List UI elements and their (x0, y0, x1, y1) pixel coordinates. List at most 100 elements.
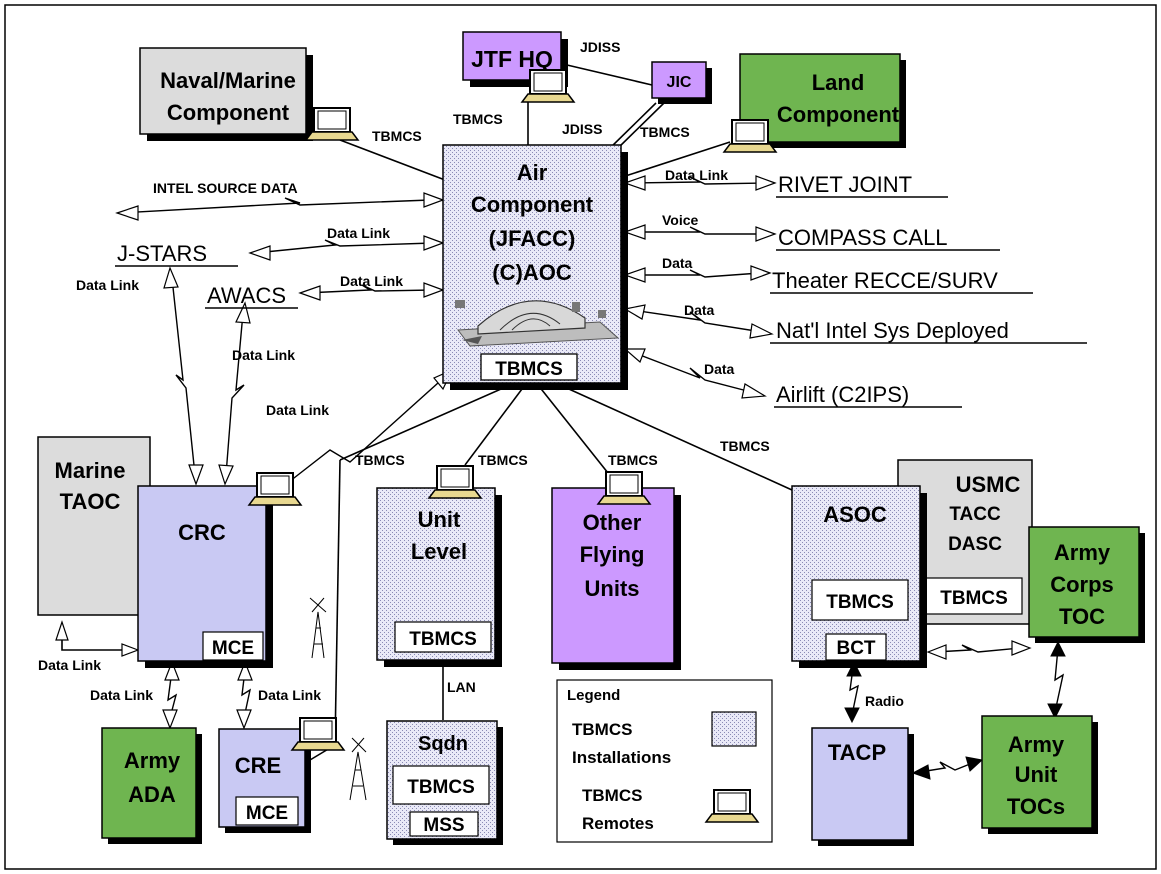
data-natl-label: Data (684, 302, 715, 318)
crc-remote-laptop-icon (248, 472, 302, 506)
awacs-label: AWACS (207, 283, 286, 308)
sqdn-mss-label: MSS (423, 815, 464, 836)
dl-crc-cre-label: Data Link (258, 687, 321, 703)
dl-awacs-label: Data Link (340, 273, 403, 289)
compass-call-label: COMPASS CALL (778, 225, 948, 250)
airlift-label: Airlift (C2IPS) (776, 382, 909, 407)
crc-label: CRC (178, 520, 226, 545)
unit-tbmcs-badge (394, 621, 492, 653)
land-label-1: Land (812, 70, 865, 95)
unit-label-1: Unit (418, 507, 461, 532)
sqdn-label: Sqdn (418, 733, 468, 755)
air-label-4: (C)AOC (492, 260, 572, 285)
legend-installation-swatch (711, 711, 757, 747)
army-unit-label-1: Army (1008, 732, 1065, 757)
intel-source-label: INTEL SOURCE DATA (153, 180, 298, 196)
army-corps-toc-box (1028, 526, 1140, 638)
army-corps-label-3: TOC (1059, 604, 1105, 629)
other-flying-units-box (551, 487, 675, 664)
asoc-tbmcs-label: TBMCS (826, 592, 894, 613)
army-corps-label-1: Army (1054, 540, 1111, 565)
naval-label-2: Component (167, 100, 290, 125)
other-label-2: Flying (580, 542, 645, 567)
land-label-2: Component (777, 102, 900, 127)
sqdn-tbmcs-badge (392, 765, 490, 805)
air-label-1: Air (517, 160, 548, 185)
crc-mce-badge (202, 631, 264, 661)
other-remote-laptop-icon (597, 471, 651, 505)
army-ada-box (101, 727, 197, 839)
marine-taoc-label-2: TAOC (60, 489, 121, 514)
marine-taoc-label-1: Marine (55, 458, 126, 483)
rivet-joint-label: RIVET JOINT (778, 172, 912, 197)
land-remote-laptop-icon (723, 119, 777, 153)
unit-remote-laptop-icon (428, 465, 482, 499)
dl-crc-ada-label: Data Link (90, 687, 153, 703)
antenna-icon (309, 597, 327, 659)
asoc-label: ASOC (823, 502, 887, 527)
cre-mce-label: MCE (246, 803, 288, 824)
army-unit-label-3: TOCs (1007, 794, 1065, 819)
data-airlift-label: Data (704, 361, 735, 377)
dl-marine-crc-label: Data Link (38, 657, 101, 673)
marine-taoc-box (37, 436, 151, 616)
army-unit-tocs-box (981, 715, 1093, 829)
naval-label-1: Naval/Marine (160, 68, 296, 93)
sqdn-tbmcs-label: TBMCS (407, 777, 475, 798)
tbmcs-cre-label: TBMCS (355, 452, 405, 468)
air-tbmcs-badge (480, 353, 578, 381)
jdiss-top-label: JDISS (580, 39, 620, 55)
sqdn-mss-badge (409, 811, 479, 837)
jic-box (651, 61, 707, 99)
jic-label: JIC (667, 74, 692, 91)
jdiss-mid-label: JDISS (562, 121, 602, 137)
data-theater-label: Data (662, 255, 693, 271)
legend-remotes-2: Remotes (582, 814, 654, 833)
cre-label: CRE (235, 753, 281, 778)
airbase-hangar-icon (455, 300, 620, 347)
lan-label: LAN (447, 679, 476, 695)
antenna-icon (349, 737, 367, 801)
air-label-3: (JFACC) (489, 226, 576, 251)
dl-awacs-crc-label: Data Link (232, 347, 295, 363)
dl-jstars-label: Data Link (327, 225, 390, 241)
jstars-label: J-STARS (117, 241, 207, 266)
crc-mce-label: MCE (212, 638, 254, 659)
naval-marine-component-box (139, 47, 307, 135)
asoc-bct-label: BCT (836, 638, 875, 659)
naval-remote-laptop-icon (305, 107, 359, 141)
cre-mce-badge (235, 796, 299, 826)
usmc-label-2: TACC (949, 504, 1001, 525)
unit-label-2: Level (411, 539, 467, 564)
radio-label: Radio (865, 693, 904, 709)
legend-laptop-icon (705, 789, 759, 823)
legend-installations-2: Installations (572, 748, 671, 767)
usmc-label-3: DASC (948, 534, 1002, 555)
army-unit-label-2: Unit (1015, 762, 1058, 787)
voice-compass-label: Voice (662, 212, 699, 228)
dl-jstars-crc-label: Data Link (76, 277, 139, 293)
jtf-remote-laptop-icon (521, 69, 575, 103)
tbmcs-other-label: TBMCS (608, 452, 658, 468)
air-tbmcs-label: TBMCS (495, 359, 563, 380)
asoc-bct-badge (825, 633, 887, 661)
usmc-label-1: USMC (956, 472, 1021, 497)
cre-remote-laptop-icon (291, 717, 345, 751)
army-ada-label-2: ADA (128, 782, 176, 807)
legend-installations-1: TBMCS (572, 720, 632, 739)
asoc-box (791, 485, 921, 662)
legend-remotes-1: TBMCS (582, 786, 642, 805)
data-link-arrows (55, 175, 1066, 780)
dl-rivet-label: Data Link (665, 167, 728, 183)
legend-title: Legend (567, 687, 620, 704)
theater-recce-label: Theater RECCE/SURV (772, 268, 998, 293)
army-corps-label-2: Corps (1050, 572, 1114, 597)
other-label-1: Other (583, 510, 642, 535)
tacp-label: TACP (828, 740, 886, 765)
jtf-hq-label: JTF HQ (471, 46, 553, 72)
tacp-box (811, 727, 909, 841)
tbmcs-land-label: TBMCS (640, 124, 690, 140)
asoc-tbmcs-badge (811, 579, 909, 621)
dl-crc-air-label: Data Link (266, 402, 329, 418)
